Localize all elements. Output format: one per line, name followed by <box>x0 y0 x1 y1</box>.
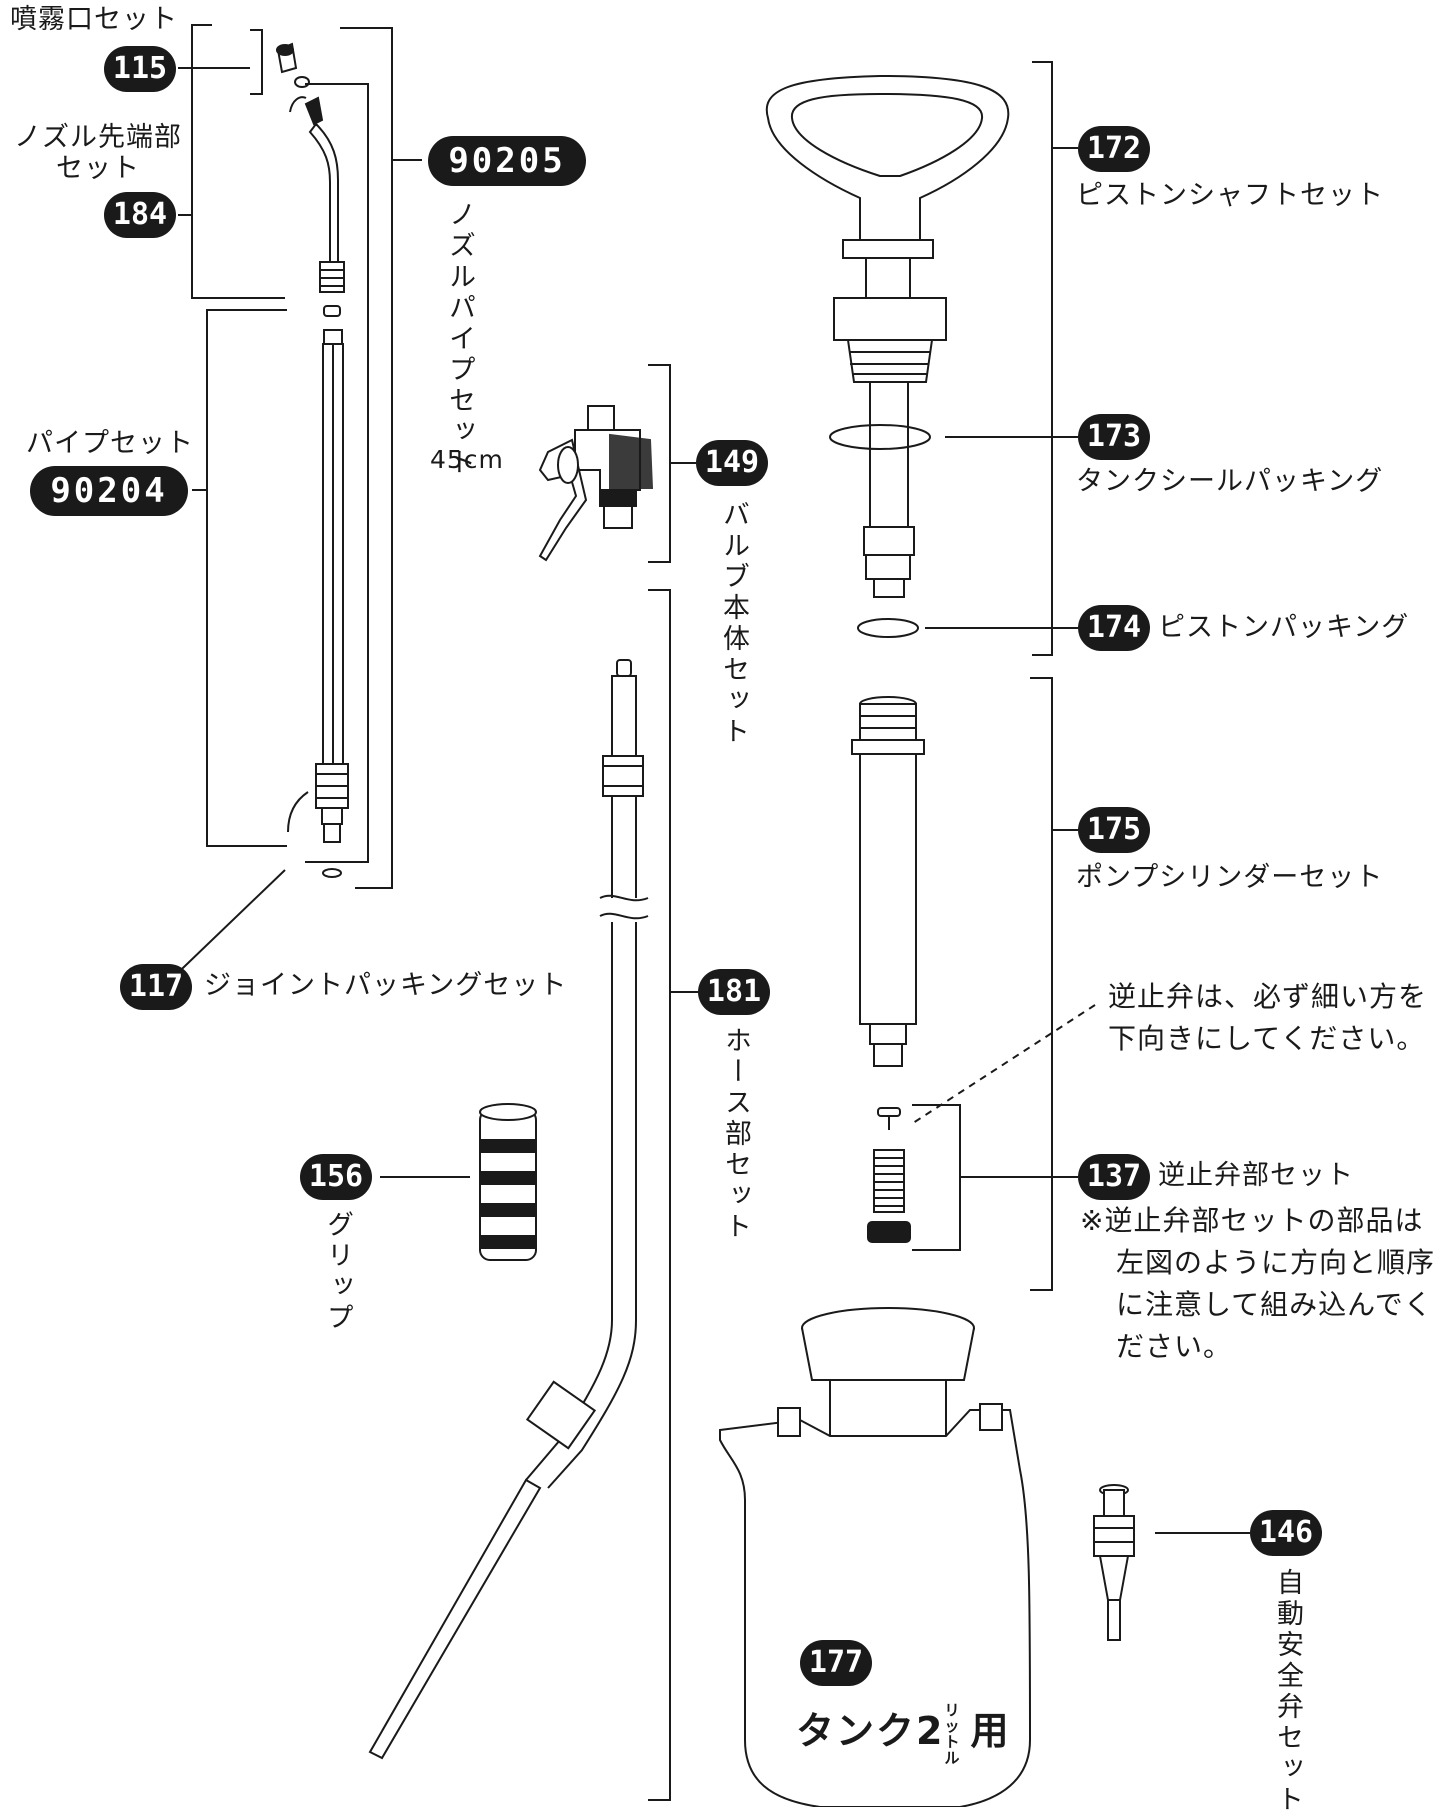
pipe-part <box>287 305 349 878</box>
hose-part <box>368 659 649 1760</box>
part-badge-90204: 90204 <box>30 466 188 516</box>
valve-body-part <box>538 405 654 562</box>
tank-seal-label: タンクシールパッキング <box>1076 466 1384 497</box>
tank-capacity-label: タンク2リットル用 <box>796 1700 1010 1766</box>
note-line: に注意して組み込んでく <box>1116 1288 1433 1321</box>
part-badge-173: 173 <box>1078 414 1150 460</box>
tank-capacity-text: タンク2 <box>796 1709 945 1753</box>
check-valve-parts <box>867 1107 911 1243</box>
part-badge-181: 181 <box>698 969 770 1015</box>
part-badge-117: 117 <box>120 964 192 1010</box>
hose-label: ホース部セット <box>720 1026 751 1243</box>
check-valve-direction-note: 逆止弁は、必ず細い方を 下向きにしてください。 <box>1108 976 1427 1060</box>
check-valve-order-note: ※逆止弁部セットの部品は 左図のように方向と順序 に注意して組み込んでく ださい… <box>1080 1200 1435 1368</box>
piston-shaft-part <box>765 74 1010 598</box>
nozzle-pipe-label: ノズルパイプセット <box>444 200 475 479</box>
spray-tip-label: 噴霧口セット <box>10 4 178 35</box>
note-line: 下向きにしてください。 <box>1108 1022 1426 1055</box>
part-badge-115: 115 <box>104 46 176 92</box>
nozzle-tip-label-line-2: セット <box>56 153 140 185</box>
nozzle-tip-label: ノズル先端部 セット <box>8 122 188 184</box>
note-line: ださい。 <box>1116 1330 1233 1363</box>
part-badge-177: 177 <box>800 1640 872 1686</box>
part-badge-172: 172 <box>1078 126 1150 172</box>
tank-seal-ring <box>829 424 931 450</box>
leader-lines <box>159 24 1250 1801</box>
safety-valve-label: 自動安全弁セット <box>1272 1568 1303 1816</box>
part-badge-137: 137 <box>1078 1154 1150 1200</box>
pump-cylinder-part <box>851 696 925 1067</box>
grip-label: グリップ <box>322 1210 353 1334</box>
valve-body-label: バルブ本体セット <box>718 500 749 748</box>
note-line: 逆止弁は、必ず細い方を <box>1108 980 1428 1013</box>
nozzle-tip-label-line-1: ノズル先端部 <box>14 122 182 153</box>
grip-part <box>479 1103 537 1261</box>
tank-part <box>719 1307 1032 1807</box>
note-line: 左図のように方向と順序 <box>1116 1246 1436 1279</box>
pump-cylinder-label: ポンプシリンダーセット <box>1076 862 1384 893</box>
pipe-set-label: パイプセット <box>26 428 194 459</box>
nozzle-pipe-length: 45cm <box>430 445 504 474</box>
part-badge-90205: 90205 <box>428 136 586 186</box>
joint-packing-label: ジョイントパッキングセット <box>204 970 568 1001</box>
nozzle-tip-pipe-part <box>304 96 345 293</box>
tank-capacity-suffix: 用 <box>970 1709 1011 1753</box>
piston-packing-label: ピストンパッキング <box>1158 612 1410 643</box>
piston-shaft-label: ピストンシャフトセット <box>1076 180 1384 211</box>
part-badge-149: 149 <box>696 440 768 486</box>
liter-unit: リットル <box>944 1700 962 1767</box>
part-badge-175: 175 <box>1078 807 1150 853</box>
piston-packing-ring <box>857 618 919 638</box>
part-badge-184: 184 <box>104 192 176 238</box>
check-valve-label: 逆止弁部セット <box>1158 1160 1354 1191</box>
part-badge-146: 146 <box>1250 1510 1322 1556</box>
safety-valve-part <box>1093 1484 1135 1641</box>
part-badge-174: 174 <box>1078 605 1150 651</box>
nozzle-cap-part <box>276 42 310 113</box>
part-badge-156: 156 <box>300 1154 372 1200</box>
note-line: ※逆止弁部セットの部品は <box>1080 1204 1424 1237</box>
